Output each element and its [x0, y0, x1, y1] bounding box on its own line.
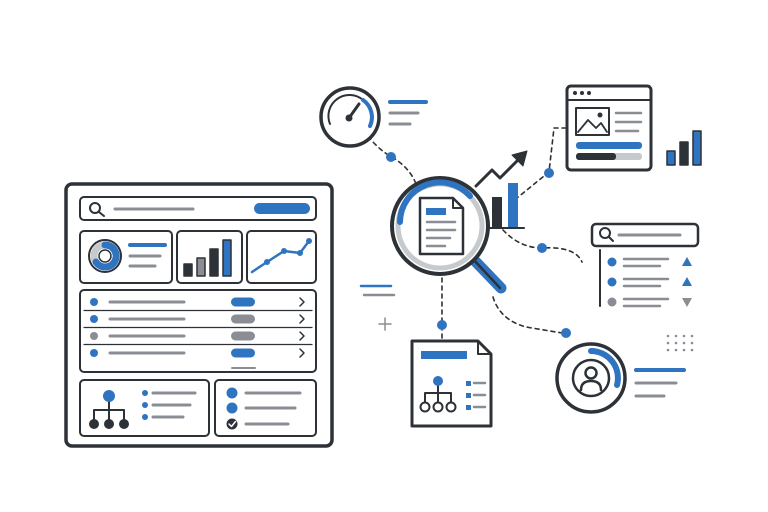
org-chart-card: [79, 379, 210, 437]
trend-row: [607, 297, 692, 308]
image-placeholder-icon: [575, 107, 610, 136]
connector-dot: [561, 328, 571, 338]
trend-up-icon: [682, 277, 692, 286]
donut-chart-icon: [88, 239, 122, 273]
org-chart-icon: [419, 376, 457, 413]
gauge-text-lines: [388, 100, 428, 126]
chevron-right-icon[interactable]: [299, 348, 305, 358]
trend-row: [607, 277, 692, 288]
donut-chart-card: [79, 230, 173, 284]
list-row[interactable]: [90, 297, 305, 307]
connector-browser: [516, 127, 567, 199]
connector-user: [492, 296, 569, 335]
chevron-right-icon[interactable]: [299, 331, 305, 341]
trend-row-marker: [607, 257, 617, 267]
connector-dot: [544, 168, 554, 178]
list-panel: [79, 289, 317, 373]
dot-grid-decoration: [666, 334, 694, 352]
search-button[interactable]: [254, 203, 310, 214]
row-marker: [90, 298, 98, 306]
bar-chart-icon: [666, 130, 702, 166]
checklist-card: [214, 379, 317, 437]
trend-row: [607, 257, 692, 268]
trend-up-icon: [682, 257, 692, 266]
connector-dots: [386, 152, 571, 338]
decorative-dashes: [359, 284, 396, 297]
list-row[interactable]: [90, 331, 305, 341]
row-status-pill: [231, 331, 255, 341]
search-icon: [599, 227, 614, 242]
trend-row-marker: [607, 297, 617, 307]
document-icon: [418, 196, 465, 256]
connector-dot: [537, 243, 547, 253]
chevron-right-icon[interactable]: [299, 297, 305, 307]
trend-down-icon: [682, 298, 692, 307]
gauge-icon: [319, 86, 381, 148]
check-icon: [226, 418, 238, 430]
row-status-pill: [231, 348, 255, 358]
bar-chart-icon: [183, 239, 232, 277]
row-marker: [90, 315, 98, 323]
plus-sparkle-icon: [378, 317, 392, 331]
trend-row-marker: [607, 277, 617, 287]
search-list-icon: [590, 222, 700, 308]
row-marker: [90, 332, 98, 340]
line-chart-icon: [250, 238, 312, 274]
connector-dot: [437, 320, 447, 330]
chevron-right-icon[interactable]: [299, 314, 305, 324]
user-profile-icon: [555, 342, 627, 414]
connector-dot: [386, 152, 396, 162]
browser-image-icon: [565, 84, 653, 172]
line-chart-card: [246, 230, 317, 284]
row-status-pill: [231, 314, 255, 324]
user-text-lines: [634, 368, 686, 398]
document-search-icon: [390, 176, 507, 294]
row-status-pill: [231, 297, 255, 307]
search-icon: [89, 202, 105, 217]
dashboard-window: [64, 182, 334, 448]
dashboard-search-bar[interactable]: [79, 196, 317, 221]
org-chart-icon: [89, 390, 129, 429]
row-marker: [90, 349, 98, 357]
bar-chart-card: [176, 230, 243, 284]
list-row[interactable]: [90, 314, 305, 324]
trend-arrow-icon: [474, 150, 528, 229]
sitemap-document-icon: [410, 339, 493, 428]
list-row[interactable]: [90, 348, 305, 358]
